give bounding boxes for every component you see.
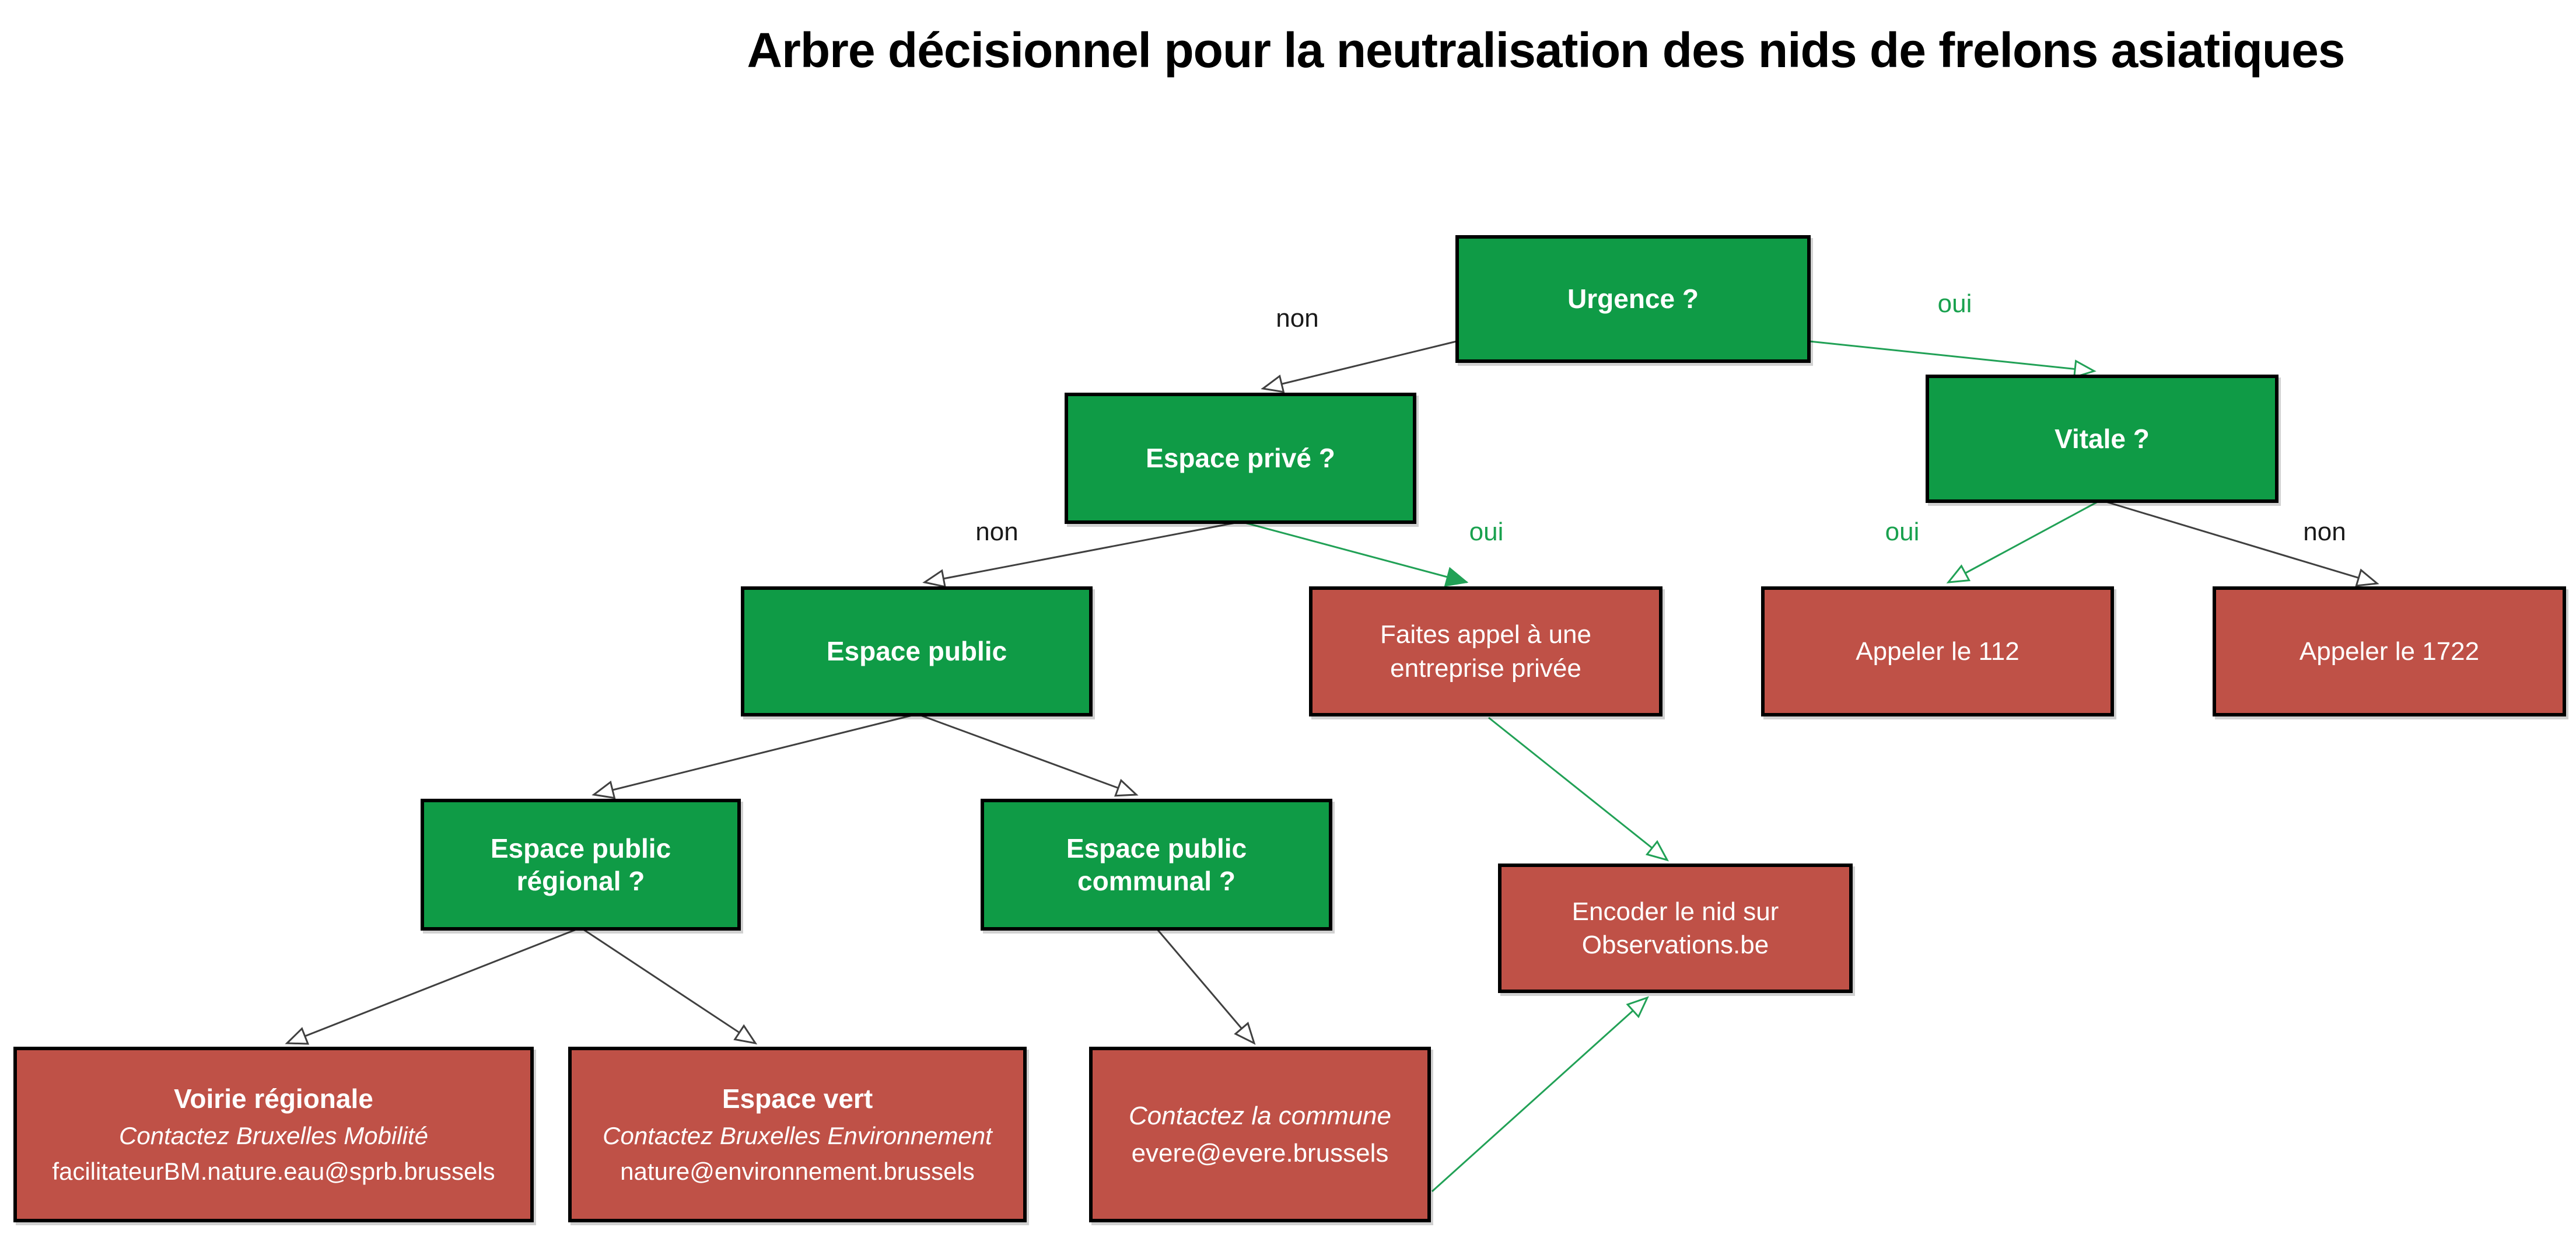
edge-label-urgence-non: non (1276, 304, 1319, 333)
node-urgence: Urgence ? (1455, 235, 1811, 363)
node-entreprise-privee-label: Faites appel à une entreprise privée (1380, 620, 1592, 683)
page-title: Arbre décisionnel pour la neutralisation… (747, 23, 2345, 78)
edge-prive-entreprise (1244, 522, 1469, 587)
edge-urgence-vitale (1809, 340, 2096, 379)
node-espace-prive: Espace privé ? (1065, 393, 1416, 524)
node-contactez-commune-email: evere@evere.brussels (1131, 1138, 1389, 1167)
node-espace-vert: Espace vert Contactez Bruxelles Environn… (568, 1047, 1027, 1222)
edge-label-vitale-non: non (2303, 518, 2346, 546)
node-appeler-112-label: Appeler le 112 (1856, 637, 2020, 666)
edge-vitale-1722 (2105, 501, 2379, 587)
node-entreprise-privee: Faites appel à une entreprise privée (1309, 586, 1662, 716)
node-appeler-1722-label: Appeler le 1722 (2299, 637, 2480, 666)
edge-label-prive-non: non (975, 518, 1019, 546)
edge-label-vitale-oui: oui (1885, 518, 1920, 546)
node-urgence-label: Urgence ? (1567, 284, 1699, 314)
node-voirie-regionale-email: facilitateurBM.nature.eau@sprb.brussels (52, 1157, 495, 1185)
node-public-regional-label: Espace public régional ? (490, 833, 671, 896)
node-appeler-1722: Appeler le 1722 (2213, 586, 2566, 716)
edge-communal-commune (1156, 929, 1256, 1045)
node-espace-public-label: Espace public (826, 636, 1007, 667)
edge-commune-encoder (1431, 996, 1649, 1193)
edge-regional-voirie (285, 928, 577, 1045)
node-encoder-nid-label: Encoder le nid sur Observations.be (1572, 897, 1779, 959)
edge-entreprise-encoder (1488, 716, 1670, 862)
edge-public-communal (920, 714, 1139, 797)
node-appeler-112: Appeler le 112 (1761, 586, 2114, 716)
node-espace-vert-title: Espace vert (722, 1083, 873, 1114)
node-contactez-commune-subtitle: Contactez la commune (1129, 1101, 1391, 1130)
node-vitale-label: Vitale ? (2054, 423, 2150, 454)
edge-label-prive-oui: oui (1469, 518, 1504, 546)
node-espace-vert-email: nature@environnement.brussels (620, 1157, 975, 1185)
edge-vitale-112 (1946, 501, 2098, 583)
node-voirie-regionale-title: Voirie régionale (174, 1083, 373, 1114)
node-espace-prive-label: Espace privé ? (1146, 443, 1335, 474)
edge-urgence-prive (1261, 340, 1457, 393)
edge-label-urgence-oui: oui (1937, 289, 1972, 318)
node-voirie-regionale-subtitle: Contactez Bruxelles Mobilité (119, 1121, 428, 1149)
node-public-communal-label: Espace public communal ? (1066, 833, 1247, 896)
node-contactez-commune: Contactez la commune evere@evere.brussel… (1089, 1047, 1431, 1222)
node-public-communal: Espace public communal ? (981, 799, 1332, 931)
edge-public-regional (592, 714, 913, 799)
node-espace-vert-subtitle: Contactez Bruxelles Environnement (603, 1121, 992, 1149)
edge-prive-public (922, 522, 1236, 588)
edge-regional-vert (583, 928, 758, 1045)
node-voirie-regionale: Voirie régionale Contactez Bruxelles Mob… (13, 1047, 534, 1222)
node-espace-public: Espace public (741, 586, 1093, 716)
node-encoder-nid: Encoder le nid sur Observations.be (1498, 864, 1853, 993)
node-vitale: Vitale ? (1926, 375, 2278, 503)
node-public-regional: Espace public régional ? (421, 799, 741, 931)
